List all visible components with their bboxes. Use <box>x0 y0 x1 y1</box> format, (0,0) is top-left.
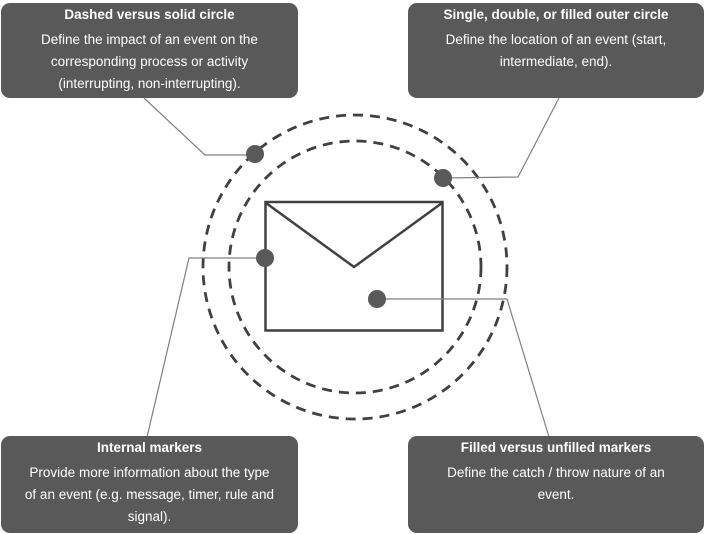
envelope-icon <box>264 200 444 332</box>
dot-marker-marker-fill-icon <box>368 290 386 308</box>
callout-body: Define the catch / throw nature of an ev… <box>447 465 665 502</box>
connector-marker-fill <box>377 298 550 438</box>
callout-title: Single, double, or filled outer circle <box>443 7 669 22</box>
callout-body: Provide more information about the type … <box>24 465 275 524</box>
callout-title: Filled versus unfilled markers <box>460 440 652 455</box>
dot-marker-internal-markers-icon <box>256 249 274 267</box>
outer-dashed-circle <box>201 113 509 421</box>
dot-marker-dashed-vs-solid-icon <box>246 145 264 163</box>
callout-single-double-filled-outer-circle: Single, double, or filled outer circle D… <box>408 3 704 98</box>
callout-body: Define the impact of an event on the cor… <box>41 32 258 91</box>
callout-title: Dashed versus solid circle <box>64 7 235 22</box>
inner-dashed-circle <box>227 139 483 395</box>
connector-dashed-vs-solid <box>143 97 255 156</box>
dot-marker-outer-circle-icon <box>434 169 452 187</box>
callout-filled-versus-unfilled-markers: Filled versus unfilled markers Define th… <box>408 436 704 533</box>
callout-dashed-versus-solid-circle: Dashed versus solid circle Define the im… <box>1 3 298 98</box>
callout-title: Internal markers <box>96 440 203 455</box>
connector-internal-markers <box>146 257 265 438</box>
envelope-flap <box>265 201 443 269</box>
connector-outer-circle <box>442 97 560 179</box>
callout-internal-markers: Internal markers Provide more informatio… <box>1 436 298 533</box>
callout-body: Define the location of an event (start, … <box>445 32 667 69</box>
